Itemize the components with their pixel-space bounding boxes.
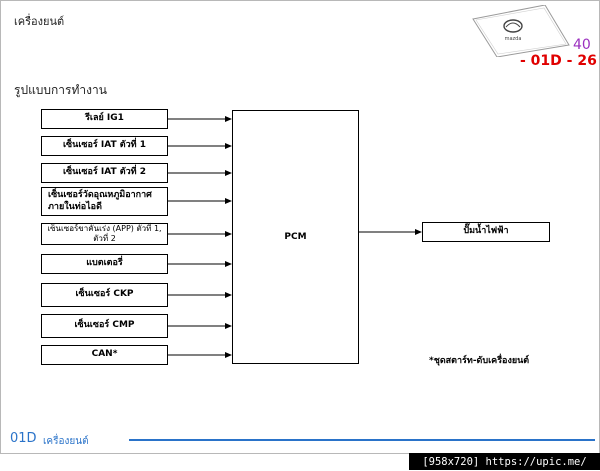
output-box-electric-water-pump: ปั๊มน้ำไฟฟ้า [422,222,550,242]
input-box-ig1-relay: รีเลย์ IG1 [41,109,168,129]
diagram-subtitle: รูปแบบการทำงาน [14,83,107,97]
image-host-watermark: [958x720] https://upic.me/ [409,453,600,470]
footer-section-code: 01D [10,431,37,446]
slide-frame: เครื่องยนต์ mazda 40 - 01D - 26 รูปแบบกา… [0,0,600,454]
input-box-intake-air-temp-sensor: เซ็นเซอร์วัดอุณหภูมิอากาศ ภายในท่อไอดี [41,187,168,216]
input-box-battery: แบตเตอรี่ [41,254,168,274]
mazda-logo-text: mazda [505,36,522,42]
input-box-app-sensor: เซ็นเซอร์ขาคันเร่ง (APP) ตัวที่ 1, ตัวที… [41,223,168,245]
input-box-ckp-sensor: เซ็นเซอร์ CKP [41,283,168,307]
input-box-can: CAN* [41,345,168,365]
input-box-cmp-sensor: เซ็นเซอร์ CMP [41,314,168,338]
footer-section-name: เครื่องยนต์ [43,436,89,447]
section-code: - 01D - 26 [520,53,597,69]
page-number: 40 [573,37,591,53]
mazda-logo-tag: mazda [472,5,570,57]
pcm-block: PCM [232,110,359,364]
input-box-iat-sensor-2: เซ็นเซอร์ IAT ตัวที่ 2 [41,163,168,183]
input-box-iat-sensor-1: เซ็นเซอร์ IAT ตัวที่ 1 [41,136,168,156]
header-title: เครื่องยนต์ [14,15,65,28]
pcm-label: PCM [284,232,307,242]
footnote: *ชุดสตาร์ท-ดับเครื่องยนต์ [429,356,530,366]
footer-divider [129,439,595,441]
